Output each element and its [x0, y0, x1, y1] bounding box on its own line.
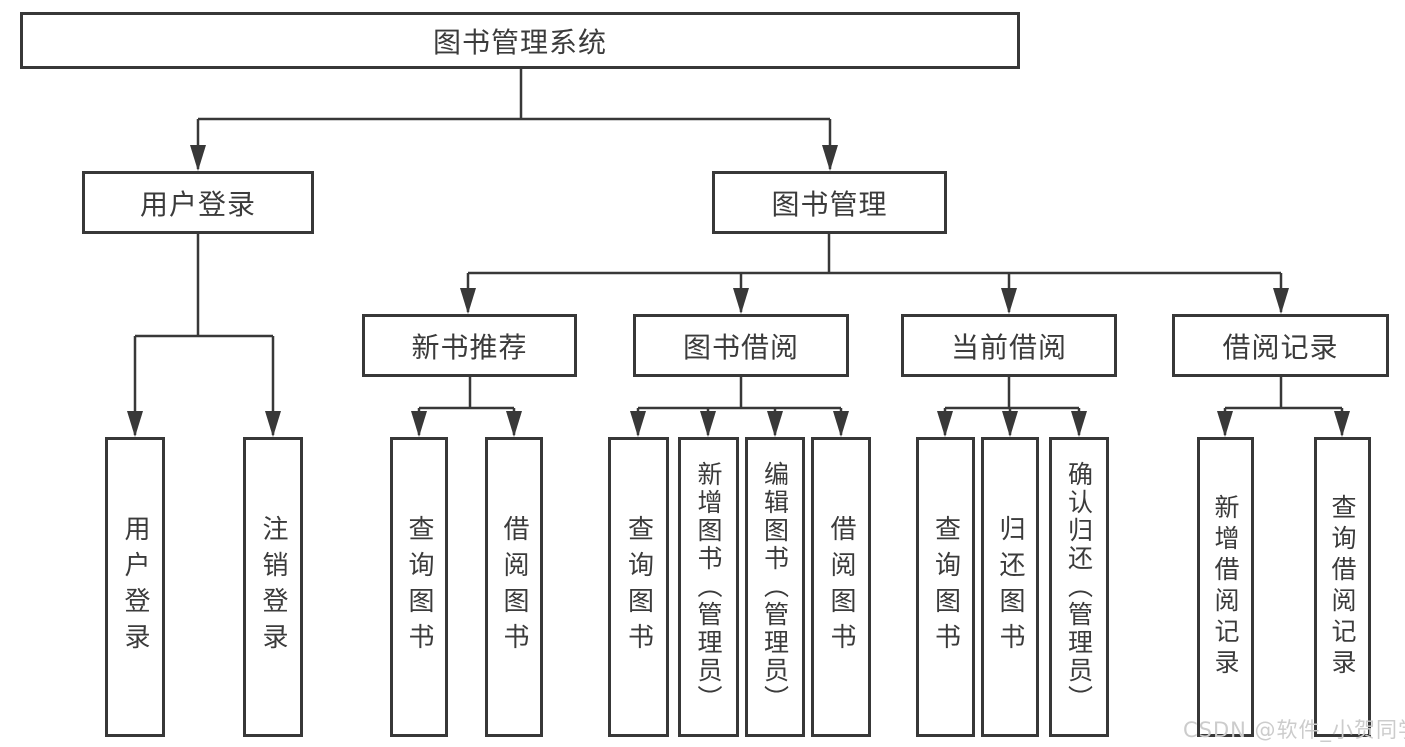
- leaf-borrow-book: 借阅图书: [811, 437, 871, 737]
- leaf-query-books-borrow: 查询图书: [608, 437, 669, 737]
- leaf-confirm-return-admin: 确认归还（管理员）: [1049, 437, 1109, 737]
- connector-borrow-trunk: [638, 377, 841, 410]
- leaf-return-book: 归还图书: [981, 437, 1039, 737]
- leaf-add-book-admin: 新增图书（管理员）: [678, 437, 739, 737]
- node-borrowing-records: 借阅记录: [1172, 314, 1389, 377]
- leaf-query-borrow-record: 查询借阅记录: [1314, 437, 1371, 737]
- connector-records-trunk: [1225, 377, 1342, 410]
- leaf-logout: 注销登录: [243, 437, 303, 737]
- leaf-borrow-books-recommend: 借阅图书: [485, 437, 543, 737]
- node-book-management: 图书管理: [712, 171, 947, 234]
- connector-current-trunk: [945, 377, 1079, 410]
- csdn-watermark: CSDN @软件_小贺同学: [1183, 718, 1405, 742]
- node-library-system: 图书管理系统: [20, 12, 1020, 69]
- node-book-borrowing: 图书借阅: [633, 314, 849, 377]
- node-user-login: 用户登录: [82, 171, 314, 234]
- node-current-borrowing: 当前借阅: [901, 314, 1117, 377]
- connector-newbook-trunk: [419, 377, 514, 410]
- node-new-book-recommend: 新书推荐: [362, 314, 577, 377]
- leaf-add-borrow-record: 新增借阅记录: [1197, 437, 1254, 737]
- leaf-query-books-recommend: 查询图书: [390, 437, 448, 737]
- connector-root-trunk: [198, 69, 830, 121]
- leaf-user-login: 用户登录: [105, 437, 165, 737]
- leaf-query-books-current: 查询图书: [916, 437, 975, 737]
- connector-userlogin-trunk: [135, 234, 273, 338]
- leaf-edit-book-admin: 编辑图书（管理员）: [745, 437, 805, 737]
- connector-bookmgmt-trunk: [468, 234, 1281, 275]
